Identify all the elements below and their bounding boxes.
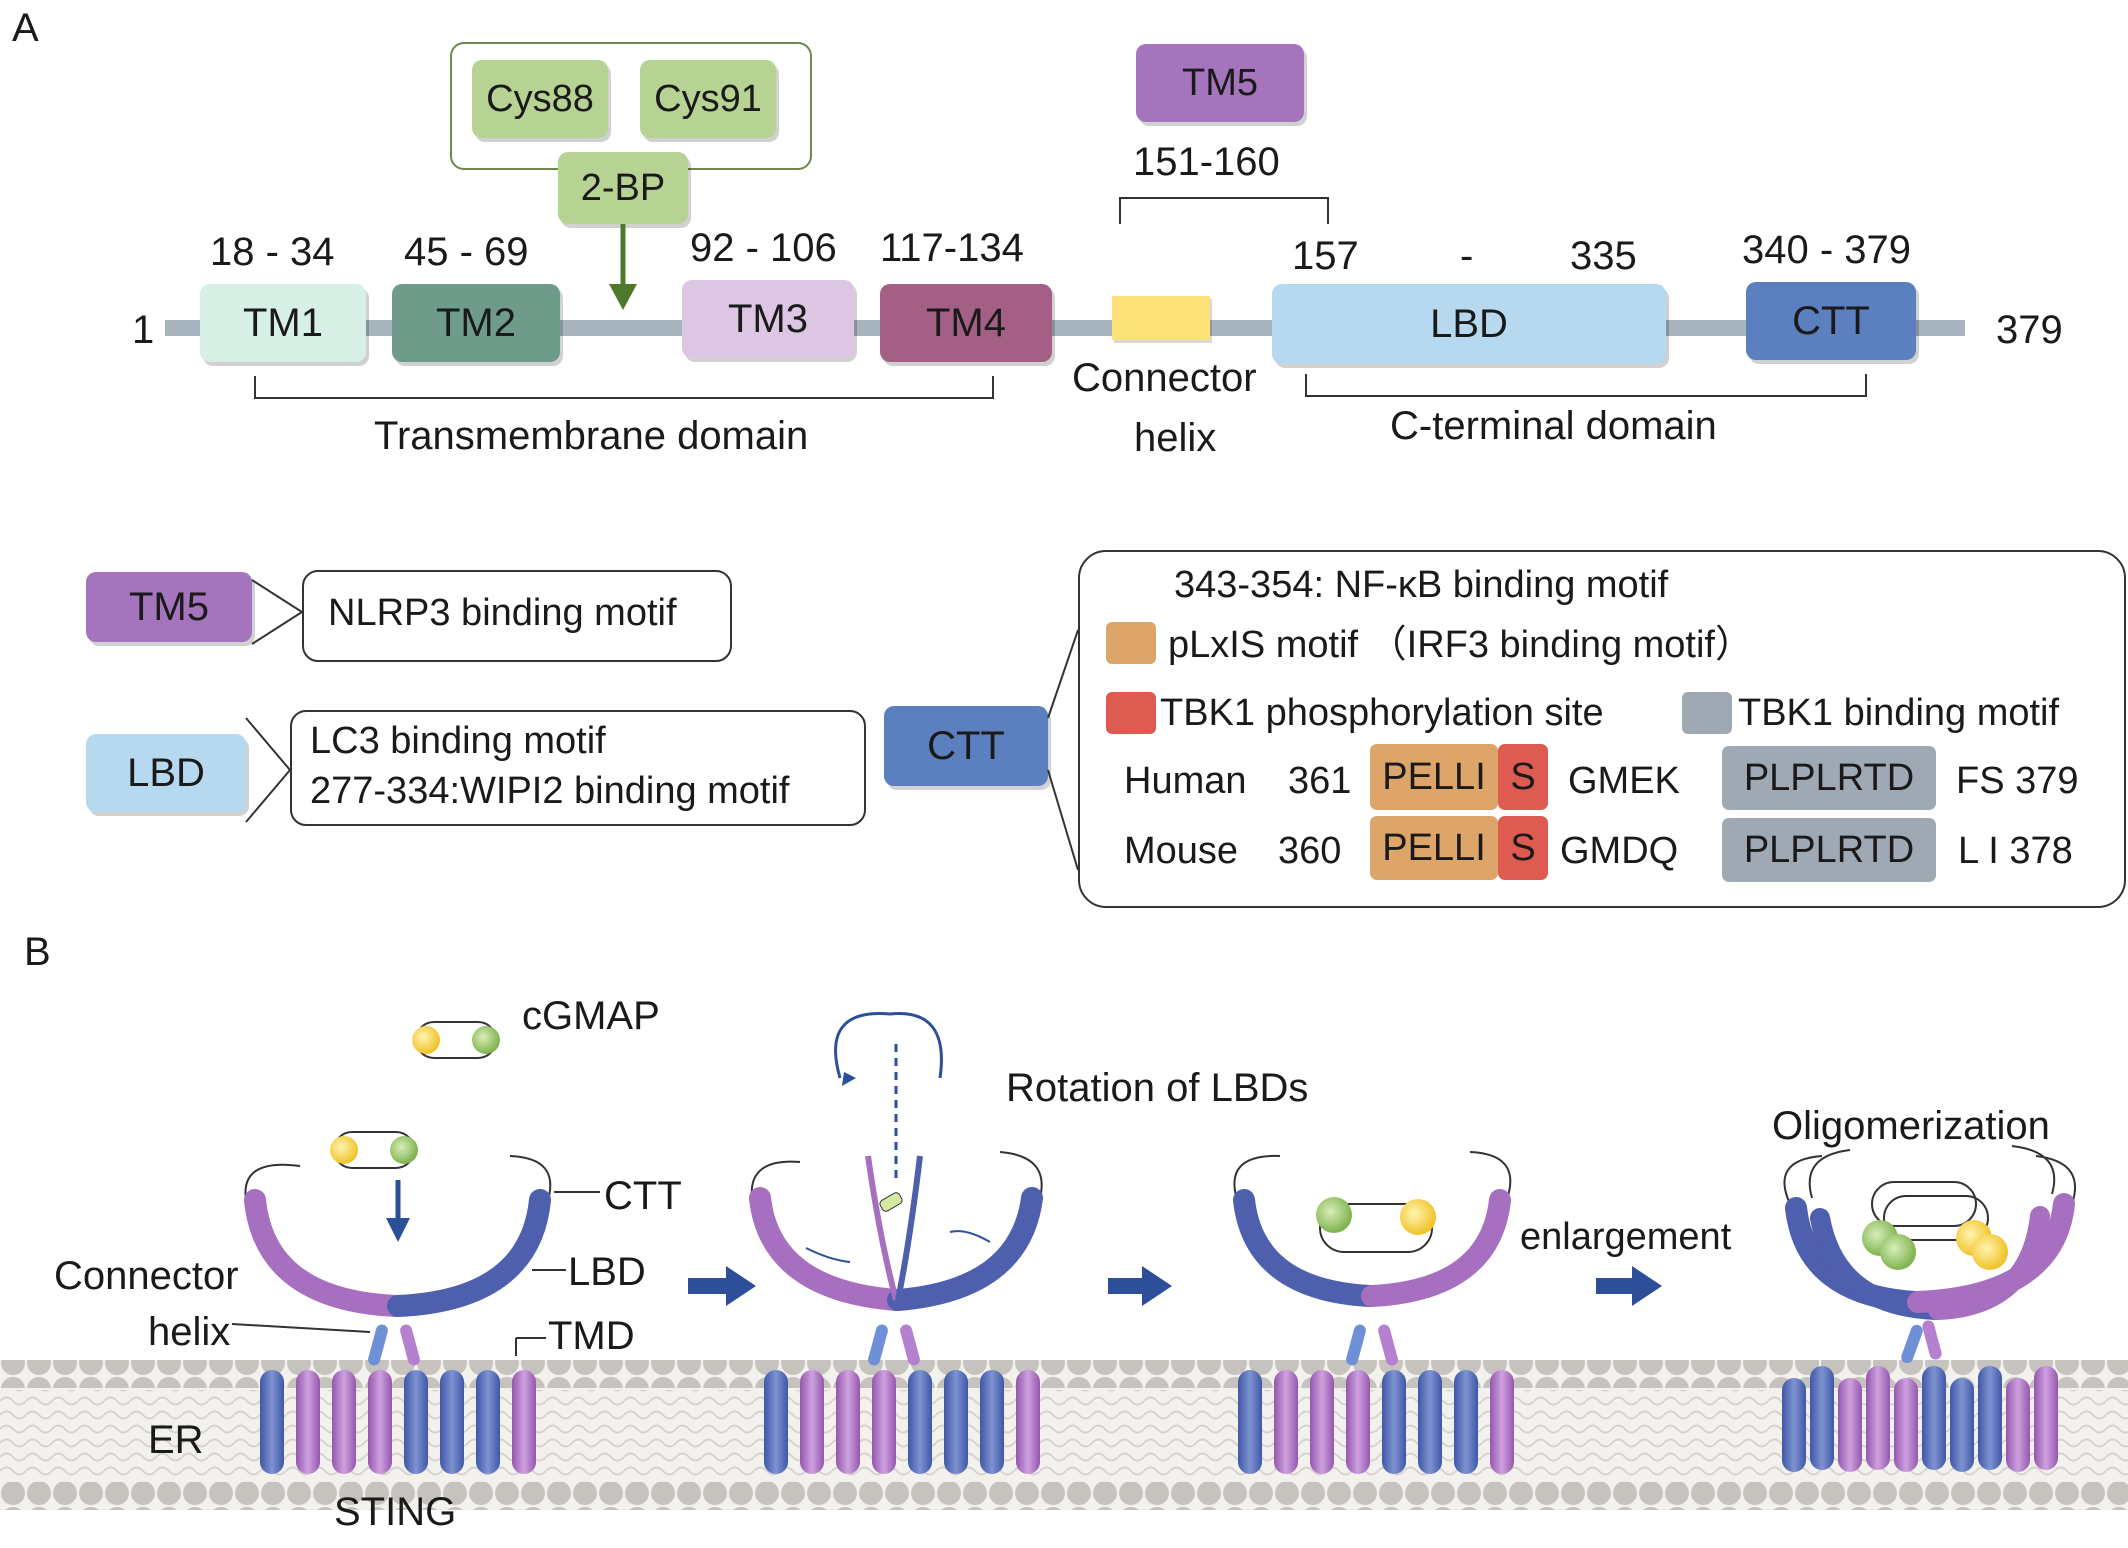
stage3-tmd xyxy=(1238,1370,1514,1474)
ctt-connector-bottom xyxy=(1047,769,1079,871)
human-plp: PLPLRTD xyxy=(1722,746,1936,810)
stage-arrow-2 xyxy=(1108,1266,1172,1306)
mouse-s: S xyxy=(1498,816,1548,880)
nfkb-motif-text: 343-354: NF-κB binding motif xyxy=(1174,564,1669,606)
stage2-tmd xyxy=(764,1370,1040,1474)
tm4-range: 117-134 xyxy=(880,226,1024,270)
mouse-pelli: PELLI xyxy=(1370,816,1498,880)
oligomerization-label: Oligomerization xyxy=(1772,1104,2050,1148)
plxis-motif-text: pLxIS motif （IRF3 binding motif） xyxy=(1168,624,1753,666)
panel-a-lines xyxy=(254,197,1867,399)
tm5-bracket xyxy=(1119,197,1329,224)
stage4-sting xyxy=(1782,1145,2077,1472)
cys88-box: Cys88 xyxy=(472,60,608,138)
lbd-start: 157 xyxy=(1292,234,1359,278)
tm5-top-box: TM5 xyxy=(1136,44,1304,122)
two-bp-arrowhead xyxy=(609,284,637,310)
human-start: 361 xyxy=(1288,760,1352,802)
mouse-species: Mouse xyxy=(1124,830,1239,872)
ctt-callout: CTT xyxy=(604,1174,682,1218)
cys91-box: Cys91 xyxy=(640,60,776,138)
lbd-end: 335 xyxy=(1570,234,1637,278)
rotation-label: Rotation of LBDs xyxy=(1006,1066,1309,1110)
connector-helix-box xyxy=(1112,296,1210,340)
cgmap-molecule-1 xyxy=(412,1021,500,1059)
connector-callout-1: Connector xyxy=(54,1254,239,1298)
stage1-sting xyxy=(231,1021,600,1474)
human-s: S xyxy=(1498,744,1548,810)
panel-a-label: A xyxy=(12,6,39,50)
c-terminal-domain-label: C-terminal domain xyxy=(1390,404,1717,448)
lbd-connector xyxy=(245,717,292,823)
sting-label: STING xyxy=(334,1490,457,1534)
tm5-connector xyxy=(251,579,304,645)
stage2-sting xyxy=(749,1012,1043,1474)
tm3-box: TM3 xyxy=(682,280,854,358)
legend-tm5-box: TM5 xyxy=(86,572,252,642)
legend-ctt-box: CTT xyxy=(884,706,1048,786)
tm5-range: 151-160 xyxy=(1133,140,1280,184)
ctt-connector-top xyxy=(1047,629,1079,719)
lbd-motif-text-1: LC3 binding motif xyxy=(310,720,606,762)
c-terminal-bracket xyxy=(1305,374,1867,397)
legend-connectors xyxy=(245,579,1079,871)
tbk1-binding-swatch xyxy=(1682,692,1732,734)
human-species: Human xyxy=(1124,760,1247,802)
lbd-motif-box xyxy=(290,710,866,826)
binding-arrow xyxy=(386,1218,410,1242)
lbd-callout: LBD xyxy=(568,1250,646,1294)
lbd-motif-text-2: 277-334:WIPI2 binding motif xyxy=(310,770,790,812)
stage3-sting xyxy=(1233,1151,1514,1474)
mouse-start: 360 xyxy=(1278,830,1342,872)
tbk1-binding-text: TBK1 binding motif xyxy=(1738,692,2060,734)
cgmap-molecule-2 xyxy=(330,1131,418,1169)
tbk1-site-swatch xyxy=(1106,692,1156,734)
lbd-box: LBD xyxy=(1272,284,1666,364)
stage-arrow-3 xyxy=(1596,1266,1662,1306)
mouse-tail: L I 378 xyxy=(1958,830,2073,872)
stage1-tmd xyxy=(260,1370,536,1474)
connector-label-line1: Connector xyxy=(1072,356,1257,400)
tm1-box: TM1 xyxy=(200,284,366,362)
mouse-plp: PLPLRTD xyxy=(1722,818,1936,882)
tm3-range: 92 - 106 xyxy=(690,226,837,270)
transmembrane-domain-label: Transmembrane domain xyxy=(374,414,809,458)
stage3-cgmap xyxy=(1316,1197,1436,1253)
tm5-motif-box xyxy=(302,570,732,662)
two-bp-box: 2-BP xyxy=(558,152,688,224)
panel-b-label: B xyxy=(24,930,51,974)
tm2-range: 45 - 69 xyxy=(404,230,529,274)
stage-arrow-1 xyxy=(688,1266,756,1306)
human-tail: FS 379 xyxy=(1956,760,2079,802)
sting-activation-scheme xyxy=(0,1012,2128,1510)
cgmap-label: cGMAP xyxy=(522,994,660,1038)
connector-label-line2: helix xyxy=(1134,416,1217,460)
stage4-cgmap xyxy=(1862,1181,2008,1270)
tm2-box: TM2 xyxy=(392,284,560,362)
er-membrane xyxy=(0,1360,2128,1510)
legend-lbd-box: LBD xyxy=(86,734,246,812)
connector-callout-2: helix xyxy=(148,1310,231,1354)
human-mid: GMEK xyxy=(1568,760,1680,802)
tmd-callout: TMD xyxy=(548,1314,635,1358)
ctt-motif-box xyxy=(1078,550,2126,908)
er-label: ER xyxy=(148,1418,204,1462)
human-pelli: PELLI xyxy=(1370,744,1498,810)
ctt-box: CTT xyxy=(1746,282,1916,360)
plxis-swatch xyxy=(1106,622,1156,664)
tm-domain-bracket xyxy=(254,376,994,399)
tm5-motif-text: NLRP3 binding motif xyxy=(328,592,677,634)
tbk1-site-text: TBK1 phosphorylation site xyxy=(1160,692,1604,734)
start-residue: 1 xyxy=(132,308,155,352)
tm4-box: TM4 xyxy=(880,284,1052,362)
enlargement-label: enlargement xyxy=(1520,1216,1732,1258)
tm1-range: 18 - 34 xyxy=(210,230,335,274)
ctt-range: 340 - 379 xyxy=(1742,228,1912,272)
mouse-mid: GMDQ xyxy=(1560,830,1679,872)
end-residue: 379 xyxy=(1996,308,2063,352)
stage4-tmd xyxy=(1782,1366,2058,1472)
lbd-dash: - xyxy=(1460,234,1474,278)
